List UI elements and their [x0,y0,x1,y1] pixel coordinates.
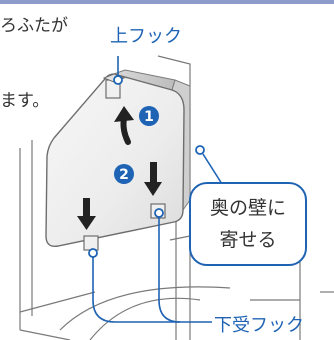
lower-hook-leader-left [92,257,212,323]
arrow-down-left-icon [77,198,96,230]
tank-outline [19,55,334,340]
step-1-number: 1 [144,109,154,125]
bubble-line-2: 寄せる [219,229,277,251]
callout-bubble: 奥の壁に 寄せる [189,182,307,266]
lower-hook-leader-right [158,217,181,323]
lower-hook-marker-left [88,248,98,258]
step-2-number: 2 [119,167,129,183]
step-1-badge: 1 [139,106,159,126]
arrow-up-icon [114,106,134,145]
upper-hook-marker [113,75,123,85]
lower-hook-label: 下受フック [214,315,304,336]
wall-leader [202,153,223,185]
instruction-line-1: ろふたが [0,16,68,36]
instruction-line-2: ます。 [0,91,50,111]
lower-hook-marker-right [154,208,164,218]
lower-hook-left [83,235,99,251]
arrow-down-right-icon [144,162,162,196]
header-band [0,0,334,4]
bubble-line-1: 奥の壁に [209,197,286,219]
upper-hook-label: 上フック [110,26,182,47]
wall-marker [195,145,205,155]
step-2-badge: 2 [114,164,134,184]
tank-lid [45,73,185,247]
